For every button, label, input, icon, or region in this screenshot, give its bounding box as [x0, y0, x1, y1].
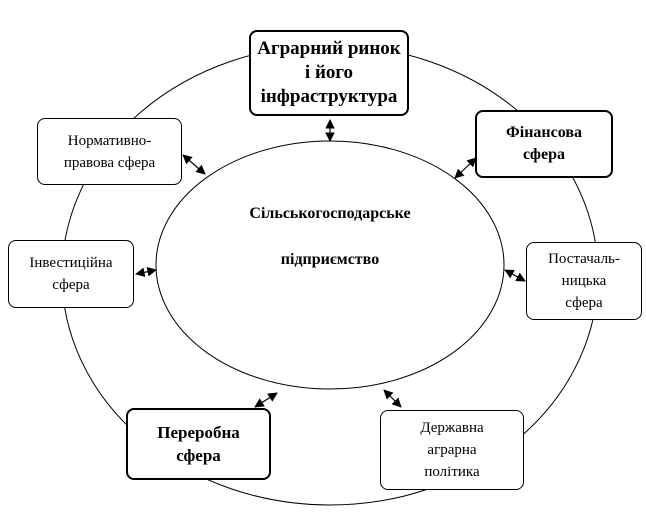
box-line: політика: [424, 464, 480, 480]
arrow-investment: [135, 266, 157, 278]
arrow-normative-legal: [182, 154, 206, 175]
arrow-supply: [504, 269, 526, 282]
box-line: сфера: [52, 277, 90, 293]
box-line: Аграрний ринок: [257, 38, 401, 59]
box-line: правова сфера: [63, 154, 156, 171]
box-agrarian-market: Аграрний ринок і його інфраструктура: [249, 30, 409, 116]
box-state-agrarian-policy: Державна аграрна політика: [380, 410, 524, 490]
box-line: сфера: [565, 295, 603, 311]
box-line: ницька: [561, 273, 607, 289]
box-line: Інвестиційна: [29, 255, 113, 271]
box-processing-sphere: Переробна сфера: [126, 408, 271, 480]
box-line: сфера: [523, 146, 565, 163]
box-line: Державна: [420, 420, 484, 436]
arrow-processing: [254, 392, 278, 408]
box-line: інфраструктура: [260, 86, 398, 107]
box-line: Фінансова: [506, 124, 582, 141]
box-supply-sphere: Постачаль- ницька сфера: [526, 242, 642, 320]
box-financial-sphere: Фінансова сфера: [475, 110, 613, 178]
center-line-2: підприємство: [280, 251, 380, 268]
arrow-financial: [454, 157, 477, 179]
box-investment-sphere: Інвестиційна сфера: [8, 240, 134, 308]
box-line: Переробна: [157, 423, 240, 442]
box-normative-legal-sphere: Нормативно- правова сфера: [37, 118, 182, 185]
center-line-1: Сільськогосподарське: [249, 205, 411, 222]
box-line: Нормативно-: [67, 132, 152, 149]
center-enterprise-label: Сільськогосподарське підприємство: [180, 205, 480, 269]
box-line: сфера: [176, 446, 221, 465]
box-line: аграрна: [427, 442, 477, 458]
box-line: і його: [304, 62, 354, 83]
arrow-state-policy: [383, 389, 402, 408]
box-line: Постачаль-: [548, 251, 620, 267]
